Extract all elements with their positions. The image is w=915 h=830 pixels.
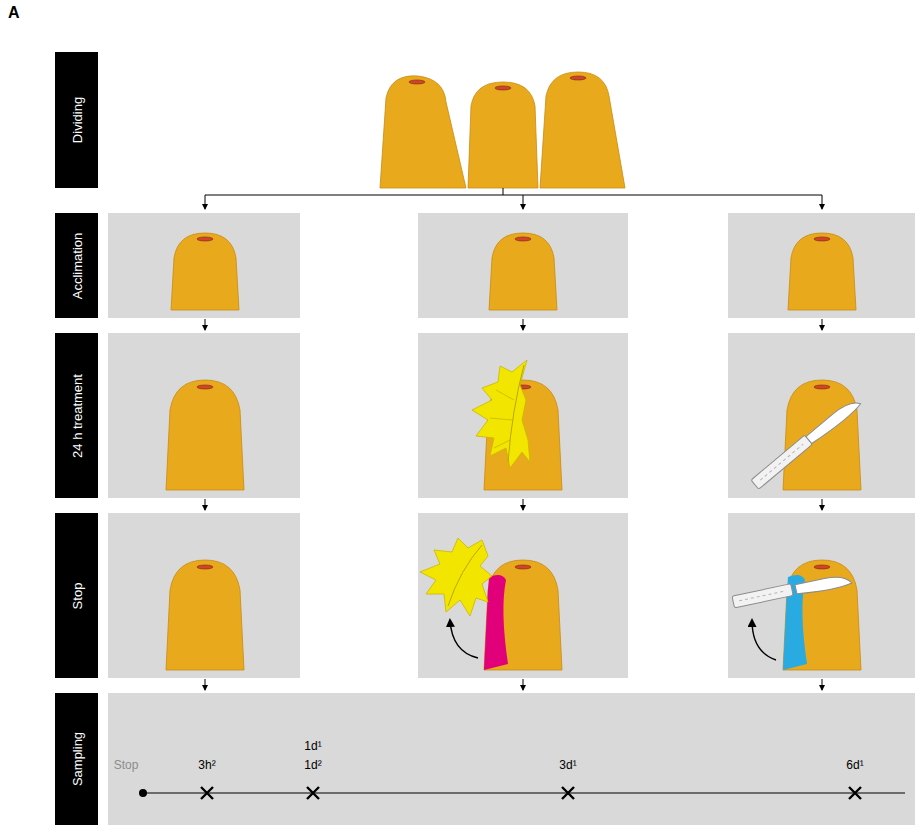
sponge: [166, 560, 861, 670]
panel: [108, 213, 915, 825]
scalpel: [751, 395, 862, 491]
row-label: Stop: [55, 513, 98, 678]
osculum: [197, 565, 830, 569]
sponge: [380, 72, 625, 188]
timepoint-label: 3d¹: [559, 759, 576, 772]
row-label-text: Stop: [69, 582, 84, 609]
timeline-label: Stop: [114, 759, 139, 772]
row-label-text: 24 h treatment: [69, 374, 84, 458]
row-label-text: Sampling: [69, 732, 84, 786]
timepoint-label: 1d¹: [304, 740, 321, 753]
removal-arrow: [752, 620, 776, 660]
removal-arrow: [450, 620, 478, 658]
row-label: Sampling: [55, 693, 98, 825]
row-label: 24 h treatment: [55, 333, 98, 498]
timepoint-label: 1d²: [304, 759, 321, 772]
flow-arrow: [205, 188, 822, 690]
leaf: [420, 538, 492, 616]
osculum: [409, 76, 586, 90]
sponge: [171, 233, 856, 310]
timepoint-label: 6d¹: [846, 759, 863, 772]
row-label: Acclimation: [55, 213, 98, 318]
row-label: Dividing: [55, 52, 98, 188]
row-label-text: Dividing: [69, 97, 84, 143]
panel-letter: A: [8, 4, 20, 22]
row-label-text: Acclimation: [69, 232, 84, 298]
leaf: [472, 360, 530, 468]
lesion: [484, 575, 508, 670]
timeline: [139, 787, 905, 799]
scalpel: [732, 571, 852, 609]
osculum: [197, 237, 830, 241]
timepoint-label: 3h²: [198, 759, 215, 772]
